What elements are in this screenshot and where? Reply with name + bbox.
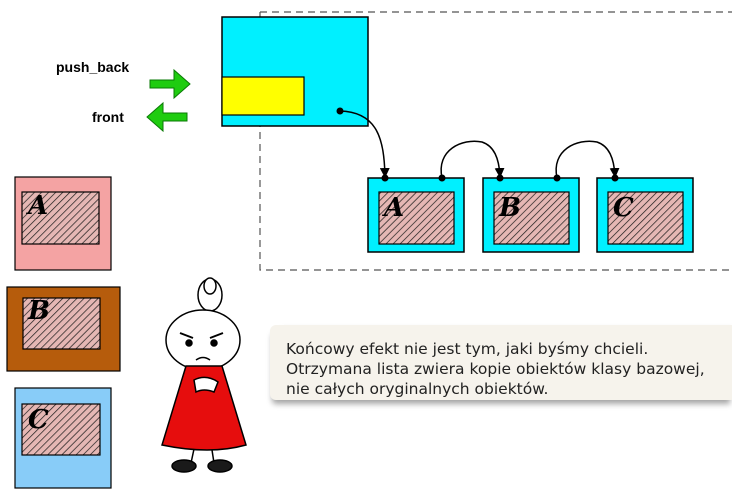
head-slot: [221, 76, 305, 116]
list-node-a: A: [367, 177, 465, 253]
list-node-c-letter: C: [613, 193, 634, 223]
object-c-letter: C: [28, 405, 49, 435]
push-back-label: push_back: [56, 59, 130, 75]
front-arrow-icon: [146, 101, 188, 133]
b-to-c-arrow: [555, 140, 620, 179]
node-a-link-dot: [381, 174, 389, 182]
list-head: [221, 16, 369, 127]
front-label: front: [92, 109, 124, 125]
object-a-letter: A: [25, 191, 48, 221]
list-node-b: B: [482, 177, 580, 253]
node-c-link-dot: [611, 174, 619, 182]
caption-line-2: Otrzymana lista zwiera kopie obiektów kl…: [286, 360, 705, 378]
object-b: B: [6, 286, 121, 372]
object-c: C: [14, 387, 112, 489]
push-back-arrow-icon: [149, 68, 191, 100]
little-my-illustration: [161, 277, 247, 473]
caption-text: Końcowy efekt nie jest tym, jaki byśmy c…: [286, 339, 705, 399]
list-node-a-letter: A: [381, 193, 404, 223]
object-b-letter: B: [27, 296, 50, 326]
caption-line-3: nie całych oryginalnych obiektów.: [286, 380, 549, 398]
caption-box: Końcowy efekt nie jest tym, jaki byśmy c…: [270, 325, 732, 400]
a-to-b-arrow: [440, 140, 505, 179]
caption-line-1: Końcowy efekt nie jest tym, jaki byśmy c…: [286, 340, 649, 358]
list-node-c: C: [596, 177, 694, 253]
head-to-a-arrow: [339, 110, 390, 178]
object-a: A: [14, 176, 112, 271]
list-node-b-letter: B: [498, 193, 521, 223]
node-b-link-dot: [496, 174, 504, 182]
